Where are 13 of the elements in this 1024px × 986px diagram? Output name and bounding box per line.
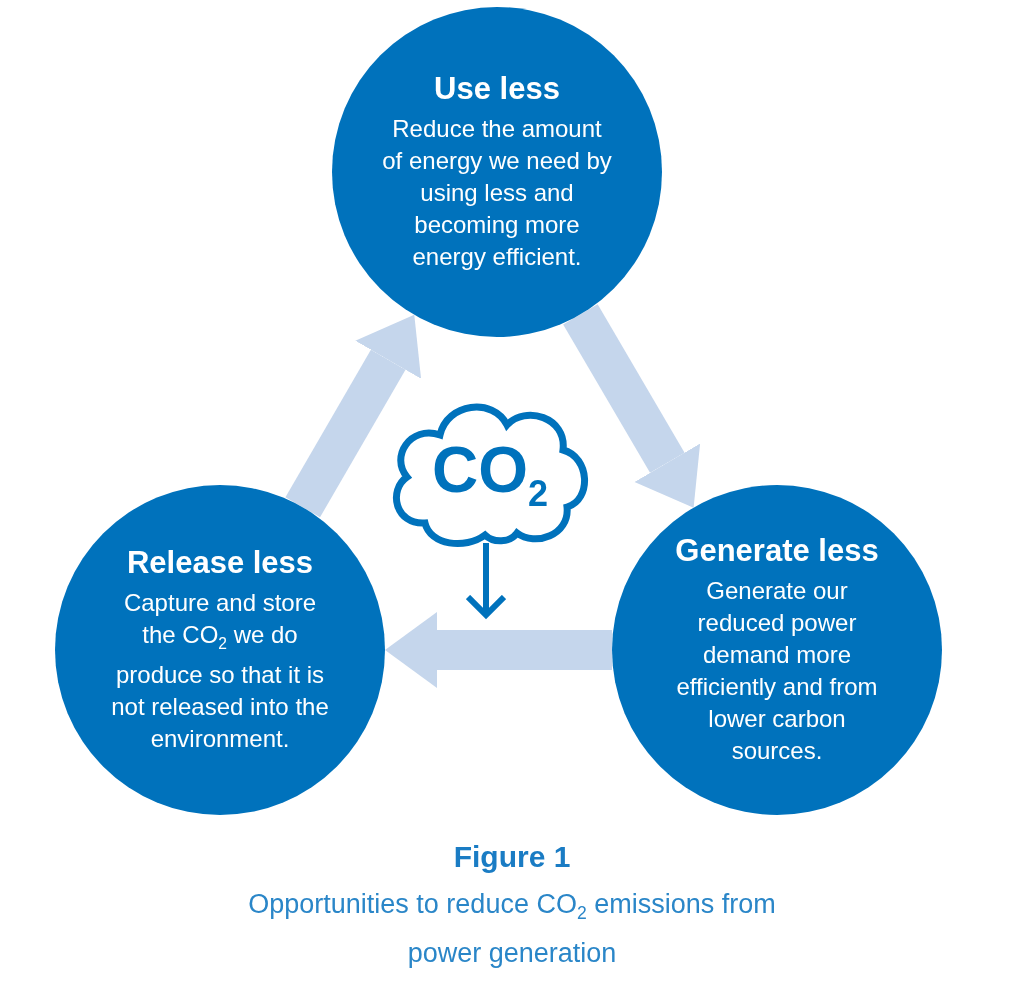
node-description: Reduce the amount of energy we need by using less and becoming more energy efficient. xyxy=(382,114,612,272)
node-heading: Release less xyxy=(126,544,314,581)
figure-caption: Opportunities to reduce CO$_{2}$ emissions from power generation xyxy=(247,888,777,971)
arrow xyxy=(385,612,612,688)
arrow xyxy=(285,314,422,518)
node-description: Capture and store the CO$_{2}$ we do produce so that it is not released into the environment. xyxy=(110,587,330,755)
node-heading: Generate less xyxy=(675,533,879,569)
formula-text: CO$_{2}$ xyxy=(431,433,549,515)
node-description: Generate our reduced power demand more efficiently and from lower carbon sources. xyxy=(675,576,879,766)
node-heading: Use less xyxy=(434,71,560,107)
figure-title: Figure 1 xyxy=(452,840,572,874)
arrow xyxy=(465,543,507,618)
arrow xyxy=(563,304,701,508)
